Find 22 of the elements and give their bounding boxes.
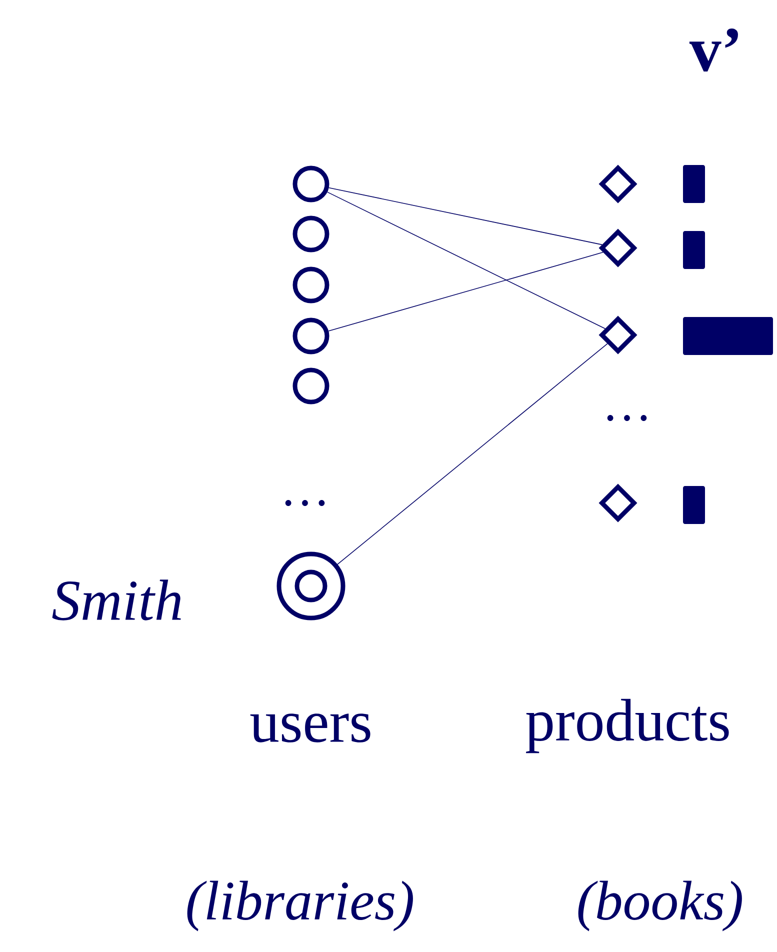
value-bar <box>683 165 705 203</box>
value-bar <box>683 486 705 524</box>
link-line <box>337 343 608 565</box>
link-line <box>326 192 606 330</box>
ellipsis: … <box>285 500 325 506</box>
value-bar <box>683 231 705 269</box>
link-line <box>328 187 602 246</box>
user-circle <box>292 368 330 404</box>
user-circle <box>292 266 330 304</box>
node-caption: Smith <box>52 580 181 620</box>
vector-label: v’ <box>689 28 738 72</box>
user-circle <box>292 216 330 252</box>
axis-label: products <box>526 698 729 754</box>
target-circle <box>276 552 346 620</box>
axis-caption: (books) <box>578 880 742 932</box>
axis-label: users <box>250 714 370 742</box>
link-line <box>328 252 604 332</box>
ellipsis: … <box>607 415 647 421</box>
user-circle <box>292 166 330 202</box>
value-bar <box>683 317 773 355</box>
user-circle <box>292 318 330 354</box>
axis-caption: (libraries) <box>187 880 413 932</box>
